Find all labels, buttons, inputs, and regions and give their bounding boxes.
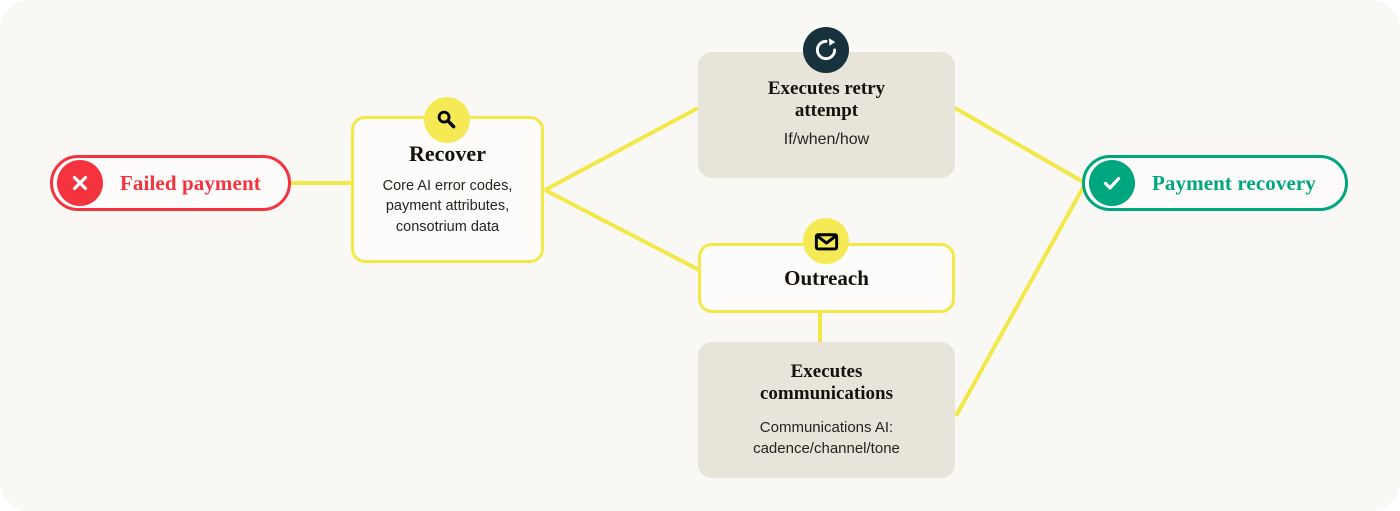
envelope-icon [803,218,849,264]
node-communications[interactable]: Executes communications Communications A… [698,342,955,478]
node-failed-payment-label: Failed payment [120,170,261,195]
node-recover-title: Recover [409,141,486,167]
node-communications-subtext: Communications AI: cadence/channel/tone [753,417,900,460]
node-recover-subtext: Core AI error codes, payment attributes,… [383,176,513,238]
check-circle-icon [1089,160,1135,206]
retry-arrow-icon [803,27,849,73]
x-circle-icon [57,160,103,206]
connector-recover-to-outreach [544,188,704,274]
node-failed-payment[interactable]: Failed payment [50,155,291,211]
node-communications-title: Executes communications [760,361,893,405]
node-payment-recovery-label: Payment recovery [1152,170,1316,195]
node-communications-title-line-1: Executes [790,360,863,382]
node-outreach-title: Outreach [784,265,869,290]
node-recover-subtext-line-2: payment attributes, [385,198,510,215]
connector-communications-to-payment-recovery [954,183,1087,417]
node-retry[interactable]: Executes retry attempt If/when/how [698,52,955,178]
node-payment-recovery[interactable]: Payment recovery [1082,155,1348,211]
node-retry-title-line-1: Executes retry [767,77,886,99]
node-retry-title-line-2: attempt [794,99,859,121]
node-retry-subtext: If/when/how [784,129,869,152]
node-retry-title: Executes retry attempt [768,78,885,122]
node-retry-subtext-line-1: If/when/how [783,131,870,149]
node-communications-title-line-2: communications [760,382,893,404]
node-communications-subtext-line-1: Communications AI: [759,418,894,436]
node-recover-subtext-line-1: Core AI error codes, [382,177,513,194]
magnifier-icon [424,97,470,143]
node-communications-subtext-line-2: cadence/channel/tone [753,439,900,457]
connector-recover-to-retry [544,106,699,192]
connector-retry-to-payment-recovery [954,106,1086,185]
node-recover-subtext-line-3: consotrium data [395,218,500,235]
